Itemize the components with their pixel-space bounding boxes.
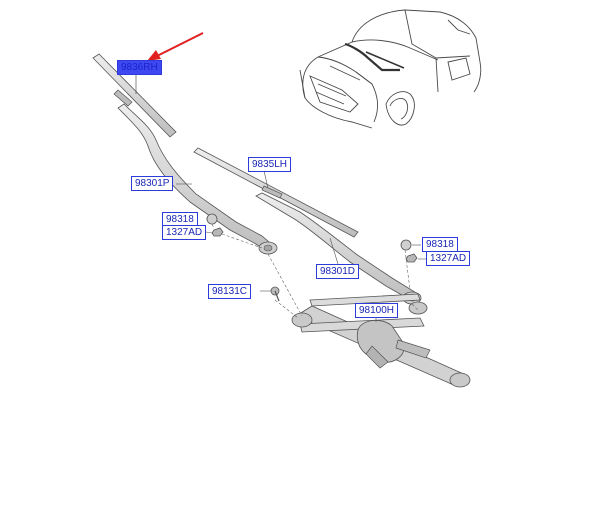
assembly-guide-lines xyxy=(211,223,419,319)
label-98131c[interactable]: 98131C xyxy=(208,284,252,299)
bolt xyxy=(270,286,280,302)
label-98100h[interactable]: 98100H xyxy=(355,303,399,318)
nut-left xyxy=(211,227,224,237)
wiper-blade-rh xyxy=(92,53,177,138)
cap-right xyxy=(400,239,412,251)
wiper-arm-passenger xyxy=(117,103,278,255)
leader-lines xyxy=(176,170,426,322)
label-9836rh[interactable]: 9836RH xyxy=(117,60,162,75)
label-9835lh[interactable]: 9835LH xyxy=(248,157,292,172)
linkage-motor xyxy=(291,293,471,388)
label-98301p[interactable]: 98301P xyxy=(131,176,174,191)
label-1327ad-right[interactable]: 1327AD xyxy=(426,251,471,266)
nut-right xyxy=(405,253,418,263)
pointer-arrow xyxy=(147,32,204,61)
label-1327ad-left[interactable]: 1327AD xyxy=(162,225,207,240)
label-98301d[interactable]: 98301D xyxy=(316,264,360,279)
wiper-blade-lh xyxy=(193,147,359,238)
cap-left xyxy=(206,213,218,225)
wiper-arm-driver xyxy=(255,192,422,305)
label-98318-right[interactable]: 98318 xyxy=(422,237,458,252)
vehicle-inset xyxy=(299,9,482,129)
